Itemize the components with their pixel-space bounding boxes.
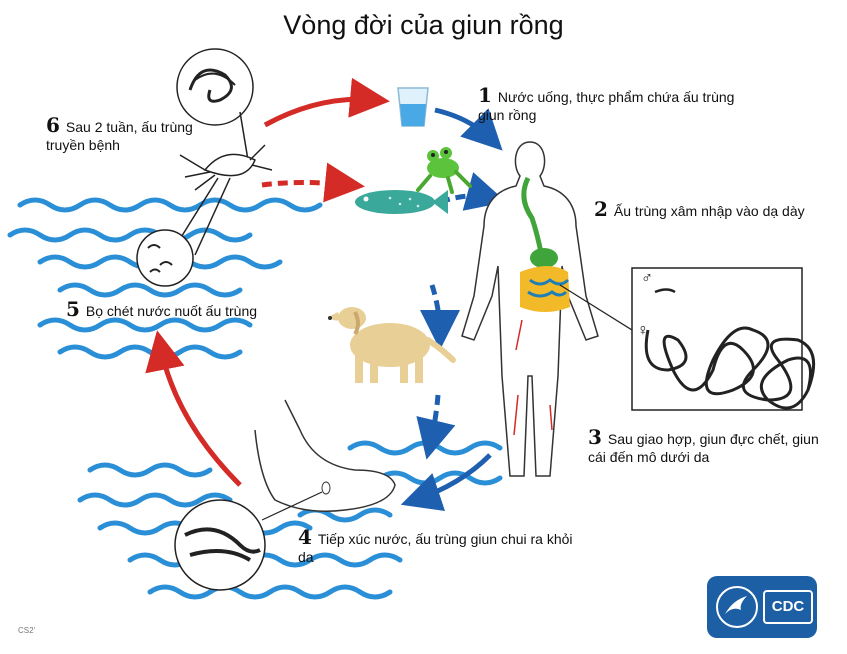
- arrow-body-to-foot: [400, 453, 492, 512]
- arrow-water-to-body: [434, 107, 503, 151]
- page-title: Vòng đời của giun rồng: [283, 10, 564, 40]
- step-number: 4: [298, 525, 312, 549]
- male-symbol: ♂: [641, 270, 653, 287]
- cycle-arrows: [145, 77, 507, 512]
- water-glass-icon: [397, 87, 429, 127]
- frog-icon: [416, 147, 472, 194]
- step-description: Ấu trùng xâm nhập vào dạ dày: [613, 203, 805, 219]
- arrow-6-to-fish: [261, 162, 365, 203]
- foot-illustration: [254, 399, 396, 512]
- hhs-seal-icon: [716, 586, 758, 628]
- step-description: Sau 2 tuần, ấu trùng truyền bệnh: [46, 119, 193, 153]
- step-number: 2: [594, 197, 608, 221]
- footer-code: CS2': [18, 626, 36, 635]
- step-description: Sau giao hợp, giun đực chết, giun cái đế…: [588, 431, 819, 465]
- worm-mating-box: [631, 267, 816, 411]
- cdc-logo-text: CDC: [763, 590, 813, 624]
- arrow-dog-to-foot: [416, 394, 456, 460]
- fish-icon: [355, 190, 448, 214]
- larvae-magnifier: [174, 491, 323, 591]
- step-2: 2 Ấu trùng xâm nhập vào dạ dày: [594, 197, 844, 221]
- step-number: 6: [46, 113, 60, 137]
- human-body-illustration: [461, 141, 641, 477]
- step-description: Bọ chét nước nuốt ấu trùng: [85, 303, 258, 319]
- arrow-foot-to-copepod: [145, 330, 242, 487]
- step-number: 5: [66, 297, 80, 321]
- step-description: Nước uống, thực phẩm chứa ấu trùng giun …: [478, 89, 735, 123]
- step-number: 1: [478, 83, 492, 107]
- arrow-down-to-dog: [419, 284, 460, 350]
- step-number: 3: [588, 425, 602, 449]
- female-symbol: ♀: [637, 322, 649, 339]
- cdc-logo: CDC: [707, 576, 817, 638]
- dog-illustration: [328, 307, 456, 383]
- arrow-6-to-water: [263, 77, 390, 128]
- step-5: 5 Bọ chét nước nuốt ấu trùng: [66, 297, 326, 321]
- step-description: Tiếp xúc nước, ấu trùng giun chui ra khỏ…: [298, 531, 573, 565]
- copepod-illustration: [136, 48, 273, 287]
